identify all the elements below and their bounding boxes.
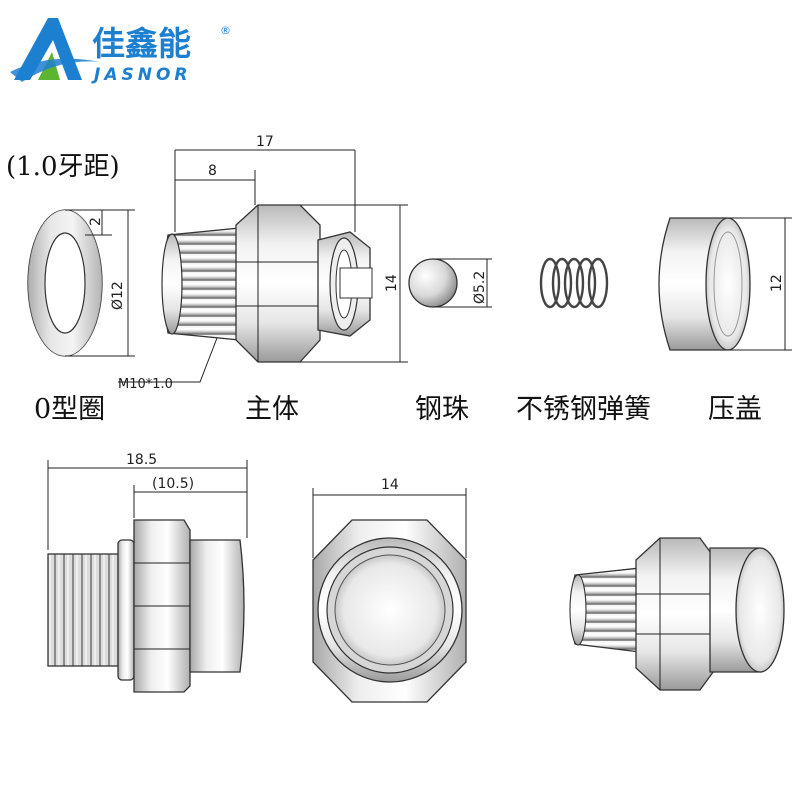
body-length-label: 17 — [256, 134, 274, 150]
brand-name-en: JASNOR — [91, 65, 192, 85]
main-body-drawing — [161, 204, 373, 363]
label-steel-ball: 钢珠 — [415, 394, 469, 425]
label-cap: 压盖 — [708, 394, 762, 425]
spring-drawing — [539, 257, 609, 309]
o-ring-drawing — [27, 209, 103, 357]
label-main-body: 主体 — [245, 394, 299, 425]
o-ring-dimensions: 2 Ø12 — [65, 209, 135, 357]
body-height-label: 14 — [384, 274, 400, 292]
oring-diameter-label: Ø12 — [110, 281, 126, 310]
steel-ball-drawing — [408, 258, 458, 308]
assembly-dimensions: 18.5 (10.5) — [47, 452, 248, 550]
thread-length-label: 8 — [208, 163, 217, 179]
hex-width-label: 14 — [381, 477, 399, 493]
assembly-side-view — [47, 519, 245, 693]
brand-logo: 佳鑫能 ® JASNOR — [10, 18, 231, 85]
ball-diameter-label: Ø5.2 — [472, 271, 488, 304]
cap-drawing — [658, 217, 751, 351]
hex-end-view — [312, 519, 467, 703]
registered-mark: ® — [220, 24, 231, 37]
thread-pitch-note: (1.0牙距) — [6, 152, 120, 182]
label-o-ring: 0型圈 — [34, 394, 105, 425]
assembly-length-label: 18.5 — [126, 452, 157, 468]
brand-name-cn: 佳鑫能 — [92, 24, 191, 63]
label-spring: 不锈钢弹簧 — [516, 394, 651, 425]
thread-spec-label: M10*1.0 — [118, 377, 173, 392]
assembly-3d-view — [569, 537, 785, 691]
logo-mark-icon — [10, 18, 100, 82]
oring-width-label: 2 — [88, 217, 104, 226]
main-body-dimensions: 17 8 14 M10*1.0 — [118, 134, 408, 392]
steel-ball-dimensions: Ø5.2 — [433, 258, 492, 308]
assembly-partial-label: (10.5) — [152, 476, 194, 492]
cap-height-label: 12 — [769, 274, 785, 292]
cap-dimensions: 12 — [728, 217, 792, 351]
hex-dimensions: 14 — [312, 477, 467, 558]
